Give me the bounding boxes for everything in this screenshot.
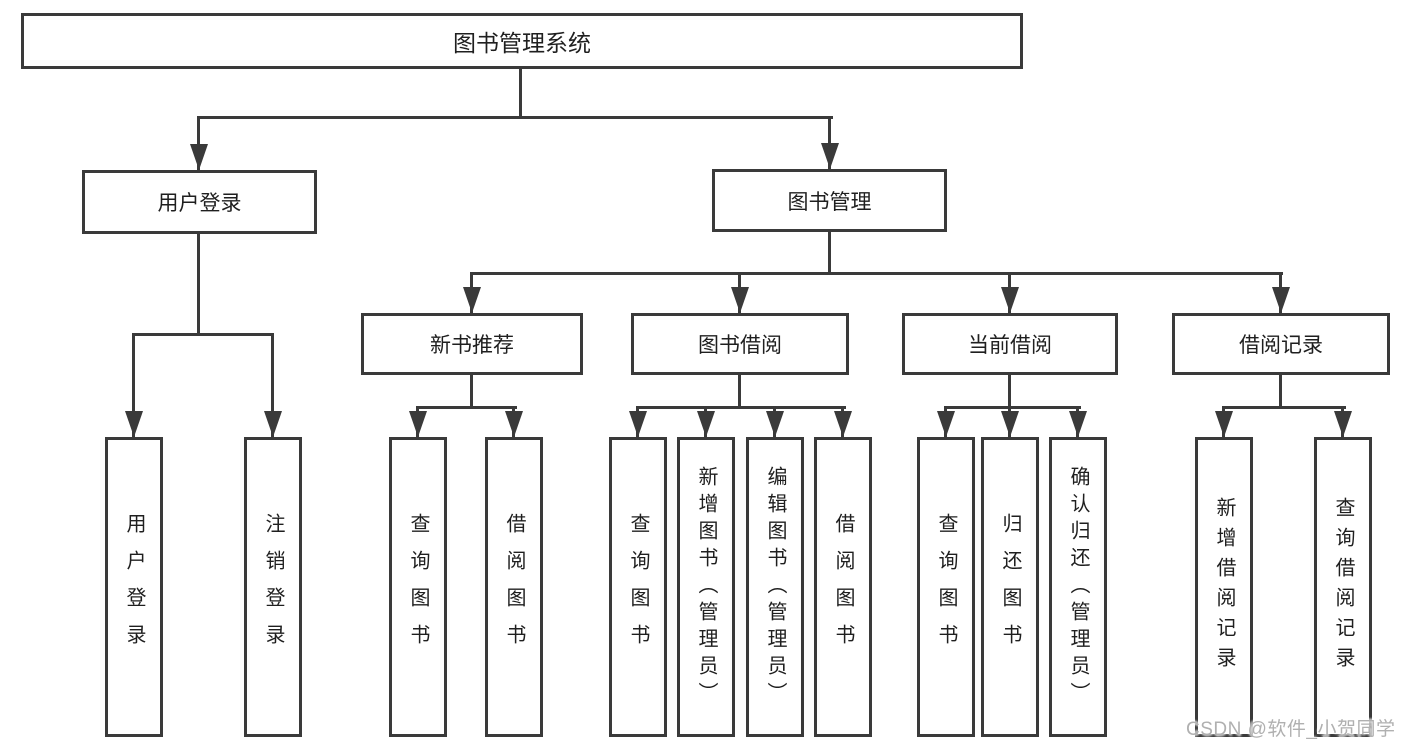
arrowhead-leaf-d2 bbox=[1001, 411, 1019, 437]
leaf-borrow-book-borrowing: 借阅图书 bbox=[814, 437, 872, 737]
arrowhead-leaf-d1 bbox=[937, 411, 955, 437]
node-book-management: 图书管理 bbox=[712, 169, 947, 232]
csdn-watermark: CSDN @软件_小贺同学 bbox=[1186, 719, 1396, 740]
node-new-book-recommend-label: 新书推荐 bbox=[430, 334, 514, 357]
leaf-add-book-admin: 新增图书（管理员） bbox=[677, 437, 735, 737]
arrowhead-leaf-b2 bbox=[505, 411, 523, 437]
leaf-borrow-book-recommend-label: 借阅图书 bbox=[503, 513, 525, 661]
leaf-return-book-label: 归还图书 bbox=[999, 513, 1021, 661]
arrowhead-user-login bbox=[190, 144, 208, 170]
node-user-login-label: 用户登录 bbox=[157, 192, 242, 215]
node-borrowing-records-label: 借阅记录 bbox=[1239, 334, 1323, 357]
connector-borrow-records-stem bbox=[1279, 375, 1282, 408]
leaf-borrow-book-borrowing-label: 借阅图书 bbox=[832, 513, 854, 661]
leaf-add-borrow-record-label: 新增借阅记录 bbox=[1213, 497, 1235, 677]
arrowhead-leaf-user-login bbox=[125, 411, 143, 437]
leaf-user-login: 用户登录 bbox=[105, 437, 163, 737]
arrowhead-book-borrow bbox=[731, 287, 749, 313]
connector-to-user-login bbox=[197, 116, 200, 170]
node-root-label: 图书管理系统 bbox=[453, 30, 591, 56]
node-current-borrowing-label: 当前借阅 bbox=[968, 334, 1052, 357]
connector-book-mgmt-hbar bbox=[470, 272, 1283, 275]
connector-new-book-stem bbox=[470, 375, 473, 408]
arrowhead-new-book bbox=[463, 287, 481, 313]
arrowhead-leaf-c1 bbox=[629, 411, 647, 437]
node-user-login: 用户登录 bbox=[82, 170, 317, 234]
leaf-query-book-current-label: 查询图书 bbox=[935, 513, 957, 661]
connector-current-borrow-hbar bbox=[944, 406, 1081, 409]
connector-user-login-stem bbox=[197, 234, 200, 336]
connector-to-leaf-logout bbox=[271, 333, 274, 437]
leaf-query-book-recommend-label: 查询图书 bbox=[407, 513, 429, 661]
connector-current-borrow-stem bbox=[1008, 375, 1011, 408]
arrowhead-leaf-c4 bbox=[834, 411, 852, 437]
leaf-borrow-book-recommend: 借阅图书 bbox=[485, 437, 543, 737]
arrowhead-leaf-e2 bbox=[1334, 411, 1352, 437]
arrowhead-current-borrow bbox=[1001, 287, 1019, 313]
leaf-query-book-borrowing-label: 查询图书 bbox=[627, 513, 649, 661]
node-book-borrowing: 图书借阅 bbox=[631, 313, 849, 375]
connector-new-book-hbar bbox=[416, 406, 517, 409]
connector-to-book-mgmt bbox=[828, 116, 831, 169]
leaf-query-borrow-record-label: 查询借阅记录 bbox=[1332, 497, 1354, 677]
leaf-return-book: 归还图书 bbox=[981, 437, 1039, 737]
arrowhead-book-mgmt bbox=[821, 143, 839, 169]
leaf-edit-book-admin-label: 编辑图书（管理员） bbox=[764, 465, 786, 709]
node-borrowing-records: 借阅记录 bbox=[1172, 313, 1390, 375]
leaf-query-book-recommend: 查询图书 bbox=[389, 437, 447, 737]
arrowhead-leaf-logout bbox=[264, 411, 282, 437]
connector-book-mgmt-stem bbox=[828, 232, 831, 274]
arrowhead-leaf-c3 bbox=[766, 411, 784, 437]
leaf-query-borrow-record: 查询借阅记录 bbox=[1314, 437, 1372, 737]
leaf-query-book-current: 查询图书 bbox=[917, 437, 975, 737]
leaf-edit-book-admin: 编辑图书（管理员） bbox=[746, 437, 804, 737]
node-book-management-label: 图书管理 bbox=[787, 190, 872, 214]
arrowhead-leaf-c2 bbox=[697, 411, 715, 437]
arrowhead-leaf-b1 bbox=[409, 411, 427, 437]
leaf-user-login-label: 用户登录 bbox=[123, 513, 145, 661]
node-new-book-recommend: 新书推荐 bbox=[361, 313, 583, 375]
leaf-logout: 注销登录 bbox=[244, 437, 302, 737]
connector-to-leaf-user-login bbox=[132, 333, 135, 437]
leaf-add-borrow-record: 新增借阅记录 bbox=[1195, 437, 1253, 737]
arrowhead-leaf-d3 bbox=[1069, 411, 1087, 437]
leaf-add-book-admin-label: 新增图书（管理员） bbox=[695, 465, 717, 709]
connector-root-hbar bbox=[197, 116, 833, 119]
connector-user-login-hbar bbox=[132, 333, 274, 336]
arrowhead-borrow-records bbox=[1272, 287, 1290, 313]
connector-borrow-records-hbar bbox=[1222, 406, 1346, 409]
connector-book-borrow-stem bbox=[738, 375, 741, 408]
leaf-confirm-return-admin: 确认归还（管理员） bbox=[1049, 437, 1107, 737]
leaf-confirm-return-admin-label: 确认归还（管理员） bbox=[1067, 465, 1089, 709]
arrowhead-leaf-e1 bbox=[1215, 411, 1233, 437]
connector-book-borrow-hbar bbox=[636, 406, 846, 409]
node-root-library-system: 图书管理系统 bbox=[21, 13, 1023, 69]
node-current-borrowing: 当前借阅 bbox=[902, 313, 1118, 375]
connector-root-stem bbox=[519, 69, 522, 118]
leaf-query-book-borrowing: 查询图书 bbox=[609, 437, 667, 737]
leaf-logout-label: 注销登录 bbox=[262, 513, 284, 661]
node-book-borrowing-label: 图书借阅 bbox=[698, 334, 782, 357]
